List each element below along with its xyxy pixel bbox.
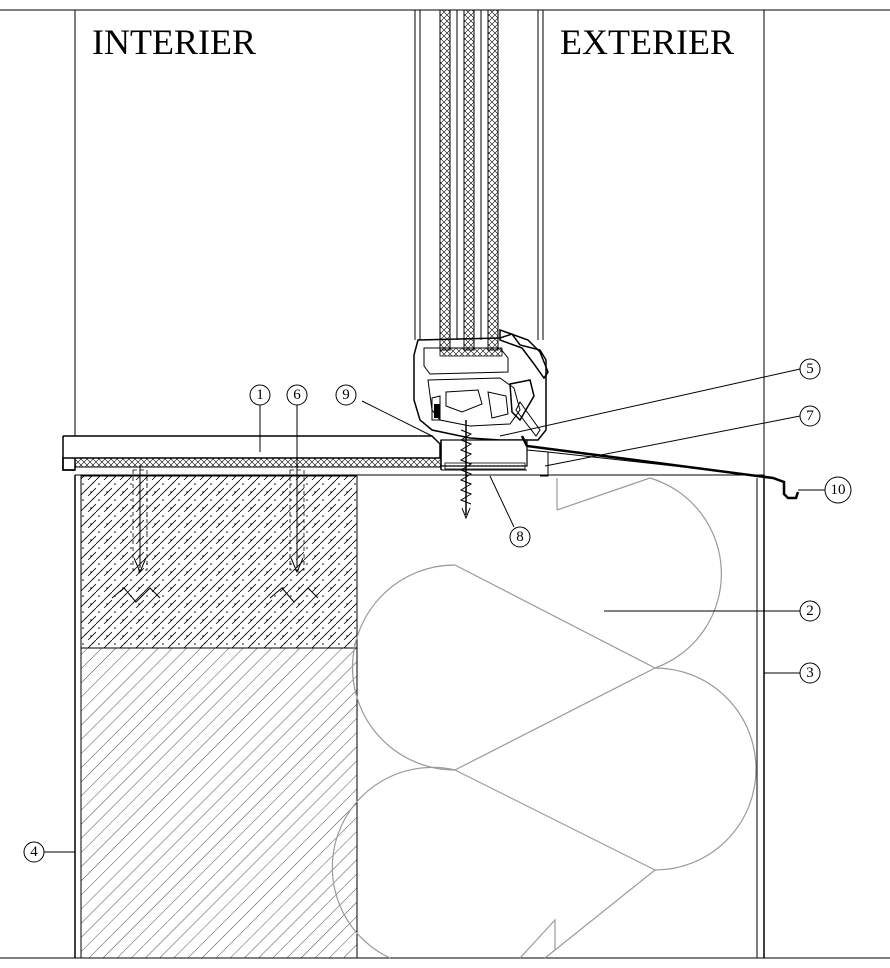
svg-text:7: 7 — [806, 408, 814, 424]
concrete-block-upper — [80, 475, 358, 649]
callout-4: 4 — [23, 841, 45, 863]
svg-text:3: 3 — [806, 665, 814, 681]
callout-3: 3 — [799, 662, 821, 684]
sill-wedge — [526, 449, 549, 477]
anchor-dowel-left — [111, 465, 161, 603]
callout-1: 1 — [249, 384, 271, 406]
svg-text:5: 5 — [806, 361, 814, 377]
exterior-label: EXTERIER — [560, 22, 734, 62]
leader-lines — [44, 368, 801, 853]
svg-text:4: 4 — [30, 844, 38, 860]
masonry-block-lower — [80, 647, 358, 959]
svg-text:2: 2 — [806, 603, 814, 619]
interior-label: INTERIER — [92, 22, 256, 62]
svg-text:1: 1 — [256, 387, 264, 403]
insulation-symbol — [331, 477, 757, 959]
window-connection-block — [440, 439, 528, 467]
frame-screw — [459, 420, 473, 520]
svg-text:9: 9 — [342, 387, 350, 403]
sill-bedding-layer — [74, 457, 442, 468]
callout-2: 2 — [799, 600, 821, 622]
exterior-sill-flashing — [520, 435, 800, 500]
glazing-unit — [414, 9, 544, 351]
callout-8: 8 — [509, 526, 531, 548]
callout-6: 6 — [286, 384, 308, 406]
callout-9: 9 — [335, 384, 357, 406]
svg-text:6: 6 — [293, 387, 301, 403]
callout-5: 5 — [799, 358, 821, 380]
window-frame-profile — [413, 328, 549, 441]
svg-text:10: 10 — [831, 482, 846, 498]
svg-text:8: 8 — [516, 529, 524, 545]
callout-10: 10 — [798, 476, 852, 504]
callout-7: 7 — [799, 405, 821, 427]
sealing-tape — [444, 462, 526, 470]
